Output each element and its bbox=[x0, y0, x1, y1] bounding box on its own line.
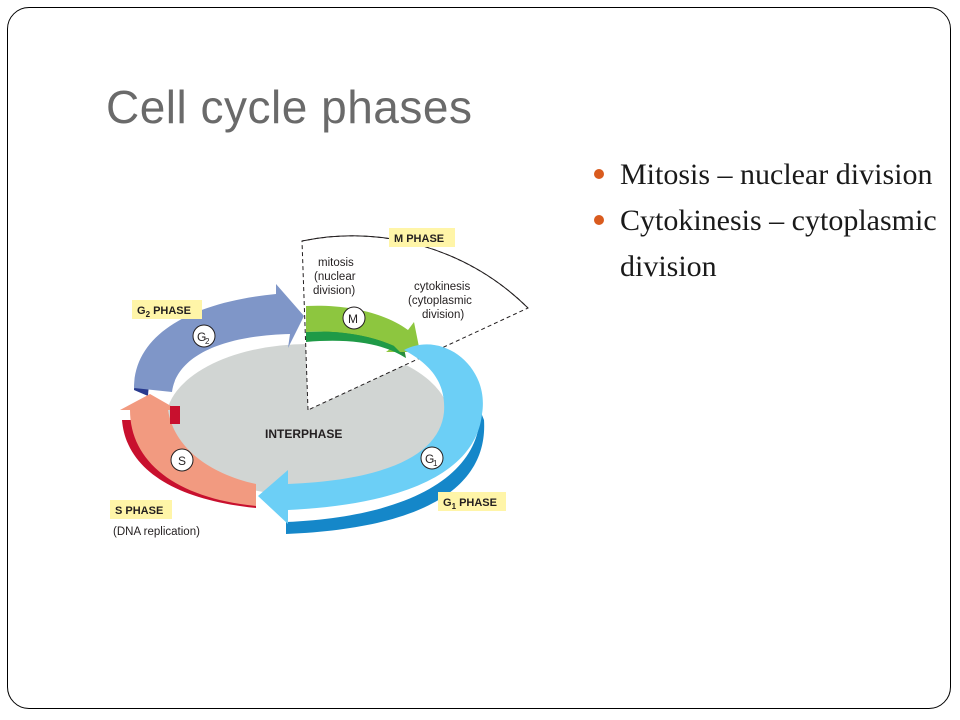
s-arrow-notch bbox=[170, 406, 180, 424]
cytokinesis-label-line2: (cytoplasmic bbox=[408, 295, 472, 307]
g2-phase-tag: G2 PHASE bbox=[132, 300, 202, 319]
interphase-disc bbox=[166, 344, 450, 496]
s-arrow bbox=[120, 394, 256, 506]
m-phase-tag-label: M PHASE bbox=[394, 233, 444, 245]
g2-node-label: G bbox=[197, 330, 206, 344]
bullet-text: Cytokinesis – cytoplasmic division bbox=[620, 204, 937, 283]
s-phase-caption: (DNA replication) bbox=[113, 526, 200, 538]
mitosis-label-line1: mitosis bbox=[318, 257, 354, 269]
g1-node-subscript: 1 bbox=[433, 459, 438, 468]
m-node: M bbox=[342, 306, 366, 330]
s-phase-tag-label: S PHASE bbox=[115, 505, 163, 517]
bullet-list: Mitosis – nuclear division Cytokinesis –… bbox=[594, 152, 956, 290]
g2-node-subscript: 2 bbox=[205, 337, 210, 346]
m-node-label: M bbox=[348, 312, 358, 326]
mitosis-label-line2: (nuclear bbox=[314, 271, 356, 283]
g1-arrow-side bbox=[286, 410, 485, 534]
interphase-label: INTERPHASE bbox=[265, 427, 342, 441]
g2-node: G 2 bbox=[192, 324, 216, 348]
bullet-marker bbox=[594, 215, 604, 225]
m-arrow bbox=[306, 305, 420, 352]
bullet-item: Cytokinesis – cytoplasmic division bbox=[594, 198, 956, 290]
m-phase-tag: M PHASE bbox=[389, 228, 455, 247]
cytokinesis-label-line1: cytokinesis bbox=[414, 281, 470, 293]
g2-phase-tag-label: G2 PHASE bbox=[137, 305, 191, 319]
g1-node: G 1 bbox=[420, 446, 444, 470]
g2-arrow bbox=[134, 284, 304, 392]
s-node: S bbox=[170, 448, 194, 472]
m-arrow-base bbox=[306, 331, 406, 358]
g1-phase-tag: G1 PHASE bbox=[438, 492, 506, 511]
slide-title: Cell cycle phases bbox=[106, 81, 473, 133]
s-phase-tag: S PHASE bbox=[110, 500, 172, 519]
bullet-marker bbox=[594, 169, 604, 179]
g1-arrow bbox=[258, 344, 483, 524]
g1-node-label: G bbox=[425, 452, 434, 466]
slide-frame bbox=[7, 7, 951, 709]
s-node-label: S bbox=[178, 454, 186, 468]
cytokinesis-label-line3: division) bbox=[422, 309, 464, 321]
bullet-item: Mitosis – nuclear division bbox=[594, 152, 956, 198]
g1-phase-tag-label: G1 PHASE bbox=[443, 497, 497, 511]
bullet-text: Mitosis – nuclear division bbox=[620, 158, 933, 191]
mitosis-label-line3: division) bbox=[313, 285, 355, 297]
